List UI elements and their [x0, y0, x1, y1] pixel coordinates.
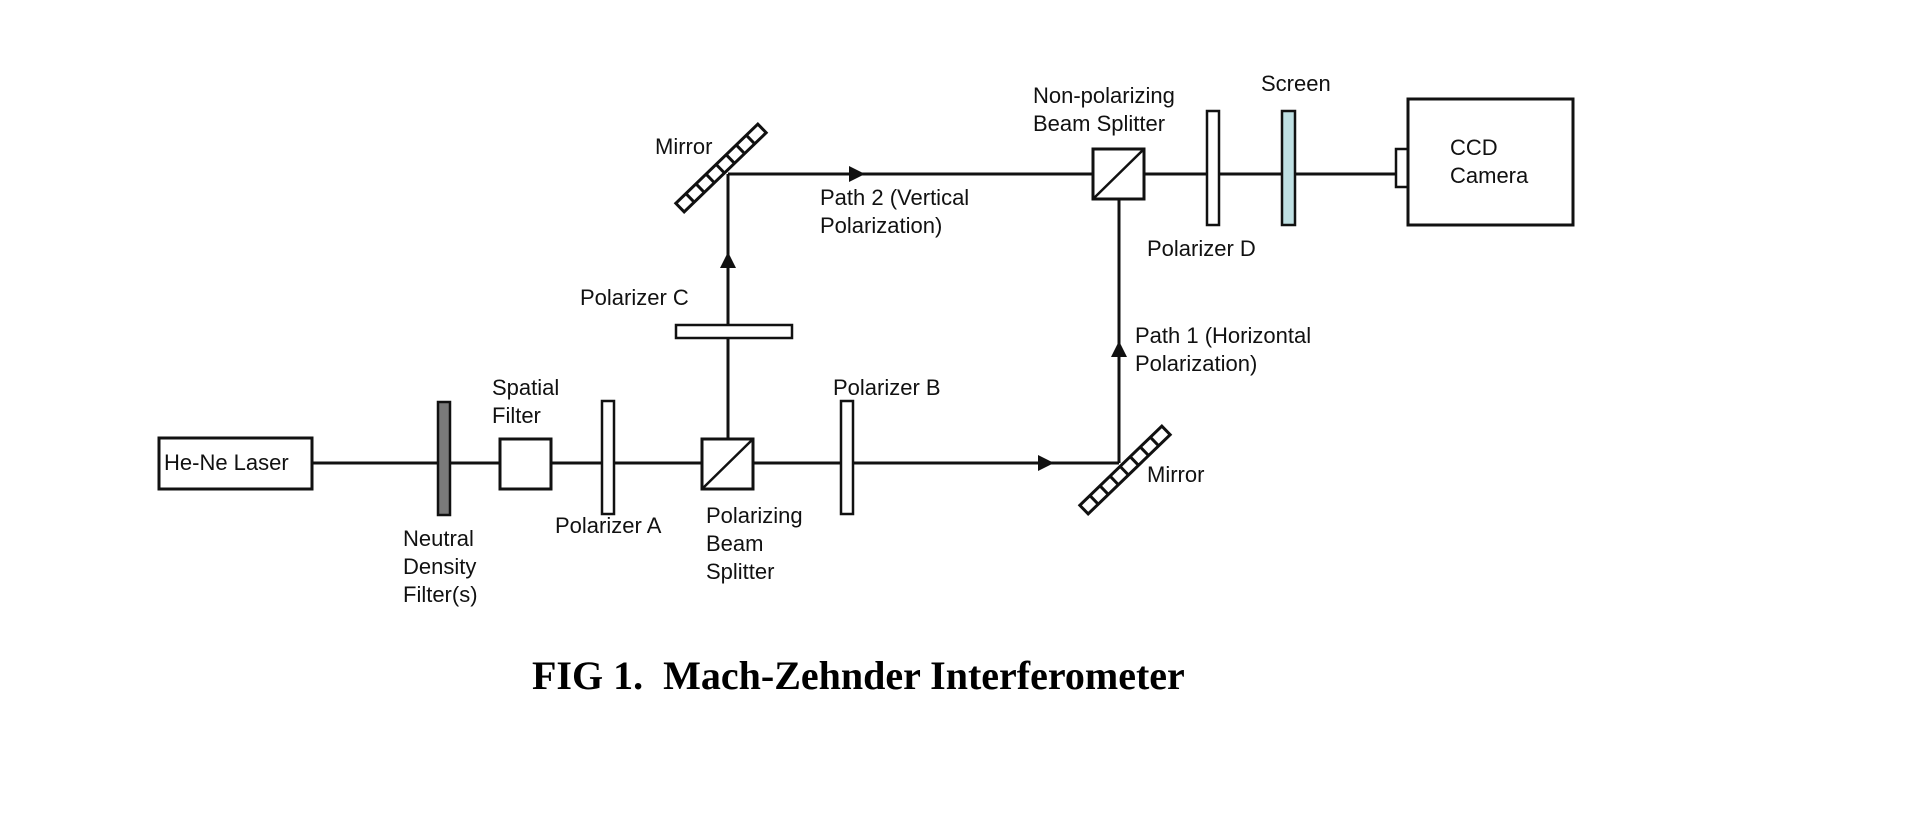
arrow-bottom-right	[1038, 455, 1054, 471]
ccd-camera-box	[1406, 97, 1575, 227]
screen	[1280, 109, 1297, 227]
polarizer-d	[1205, 109, 1221, 227]
polarizer-b	[839, 399, 855, 516]
mirror-top-label: Mirror	[655, 134, 713, 159]
pbs-label: Polarizing Beam Splitter	[706, 503, 803, 584]
path2-label: Path 2 (Vertical Polarization)	[820, 185, 970, 238]
polarizer-a	[600, 399, 616, 516]
nd-filter	[436, 400, 452, 517]
ccd-lens-nub	[1394, 147, 1410, 189]
ccd-camera-label: CCD Camera	[1450, 135, 1529, 188]
spatial-filter-box	[498, 437, 553, 491]
spatial-filter-label: Spatial Filter	[492, 375, 560, 428]
mirror-bottom-label: Mirror	[1147, 462, 1205, 487]
arrow-path-c-up	[720, 252, 736, 268]
nd-filter-label: Neutral Density Filter(s)	[403, 526, 478, 607]
non-polarizing-beam-splitter	[1091, 147, 1146, 201]
screen-label: Screen	[1261, 71, 1331, 96]
laser-label: He-Ne Laser	[164, 450, 289, 475]
polarizer-d-label: Polarizer D	[1147, 236, 1256, 261]
path1-label: Path 1 (Horizontal Polarization)	[1135, 323, 1312, 376]
arrow-path1-up	[1111, 341, 1127, 357]
polarizer-b-label: Polarizer B	[833, 375, 941, 400]
npbs-label: Non-polarizing Beam Splitter	[1033, 83, 1175, 136]
laser-box	[157, 436, 314, 491]
arrow-path2-right	[849, 166, 865, 182]
polarizer-c-label: Polarizer C	[580, 285, 689, 310]
mirror-top	[673, 121, 769, 215]
polarizing-beam-splitter	[700, 437, 755, 491]
mirror-bottom	[1077, 423, 1173, 517]
polarizer-c	[674, 323, 794, 340]
figure-caption: FIG 1. Mach-Zehnder Interferometer	[532, 653, 1185, 698]
polarizer-a-label: Polarizer A	[555, 513, 662, 538]
